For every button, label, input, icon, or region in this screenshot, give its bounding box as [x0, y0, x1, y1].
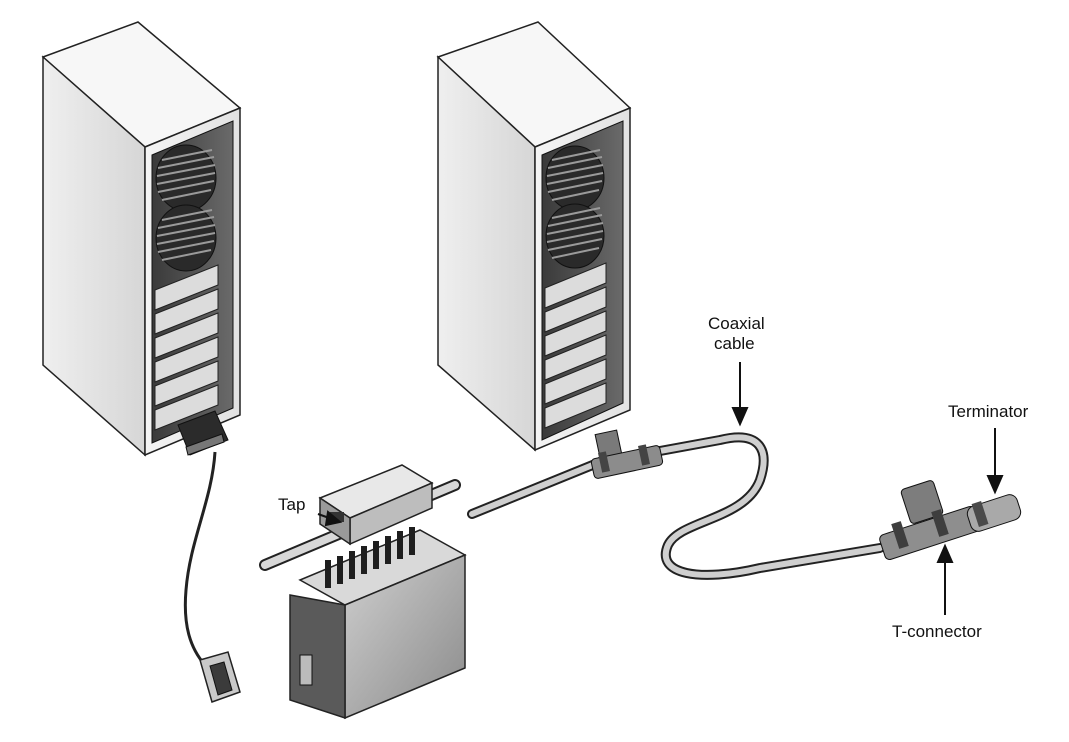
- server-right: [436, 21, 632, 452]
- arrow-terminator: [986, 428, 1004, 495]
- label-coaxial-line2: cable: [714, 334, 755, 353]
- label-coaxial-line1: Coaxial: [708, 314, 765, 333]
- label-terminator: Terminator: [948, 402, 1029, 421]
- drop-cable-with-connector: [183, 451, 241, 703]
- t-connector-at-server: [590, 429, 664, 479]
- label-tap: Tap: [278, 495, 306, 514]
- label-t-connector: T-connector: [892, 622, 982, 641]
- arrow-t-connector: [936, 543, 954, 615]
- t-connector-end: [879, 480, 981, 561]
- thin-coax-cable: [467, 432, 885, 580]
- terminator-end: [966, 494, 1022, 532]
- server-left: [41, 21, 242, 457]
- arrow-coaxial-cable: [731, 362, 749, 427]
- thick-coax-with-tap: [259, 464, 461, 571]
- label-coaxial-cable: Coaxial cable: [708, 314, 765, 354]
- arrow-tap: [317, 510, 343, 527]
- transceiver-module: [289, 527, 467, 720]
